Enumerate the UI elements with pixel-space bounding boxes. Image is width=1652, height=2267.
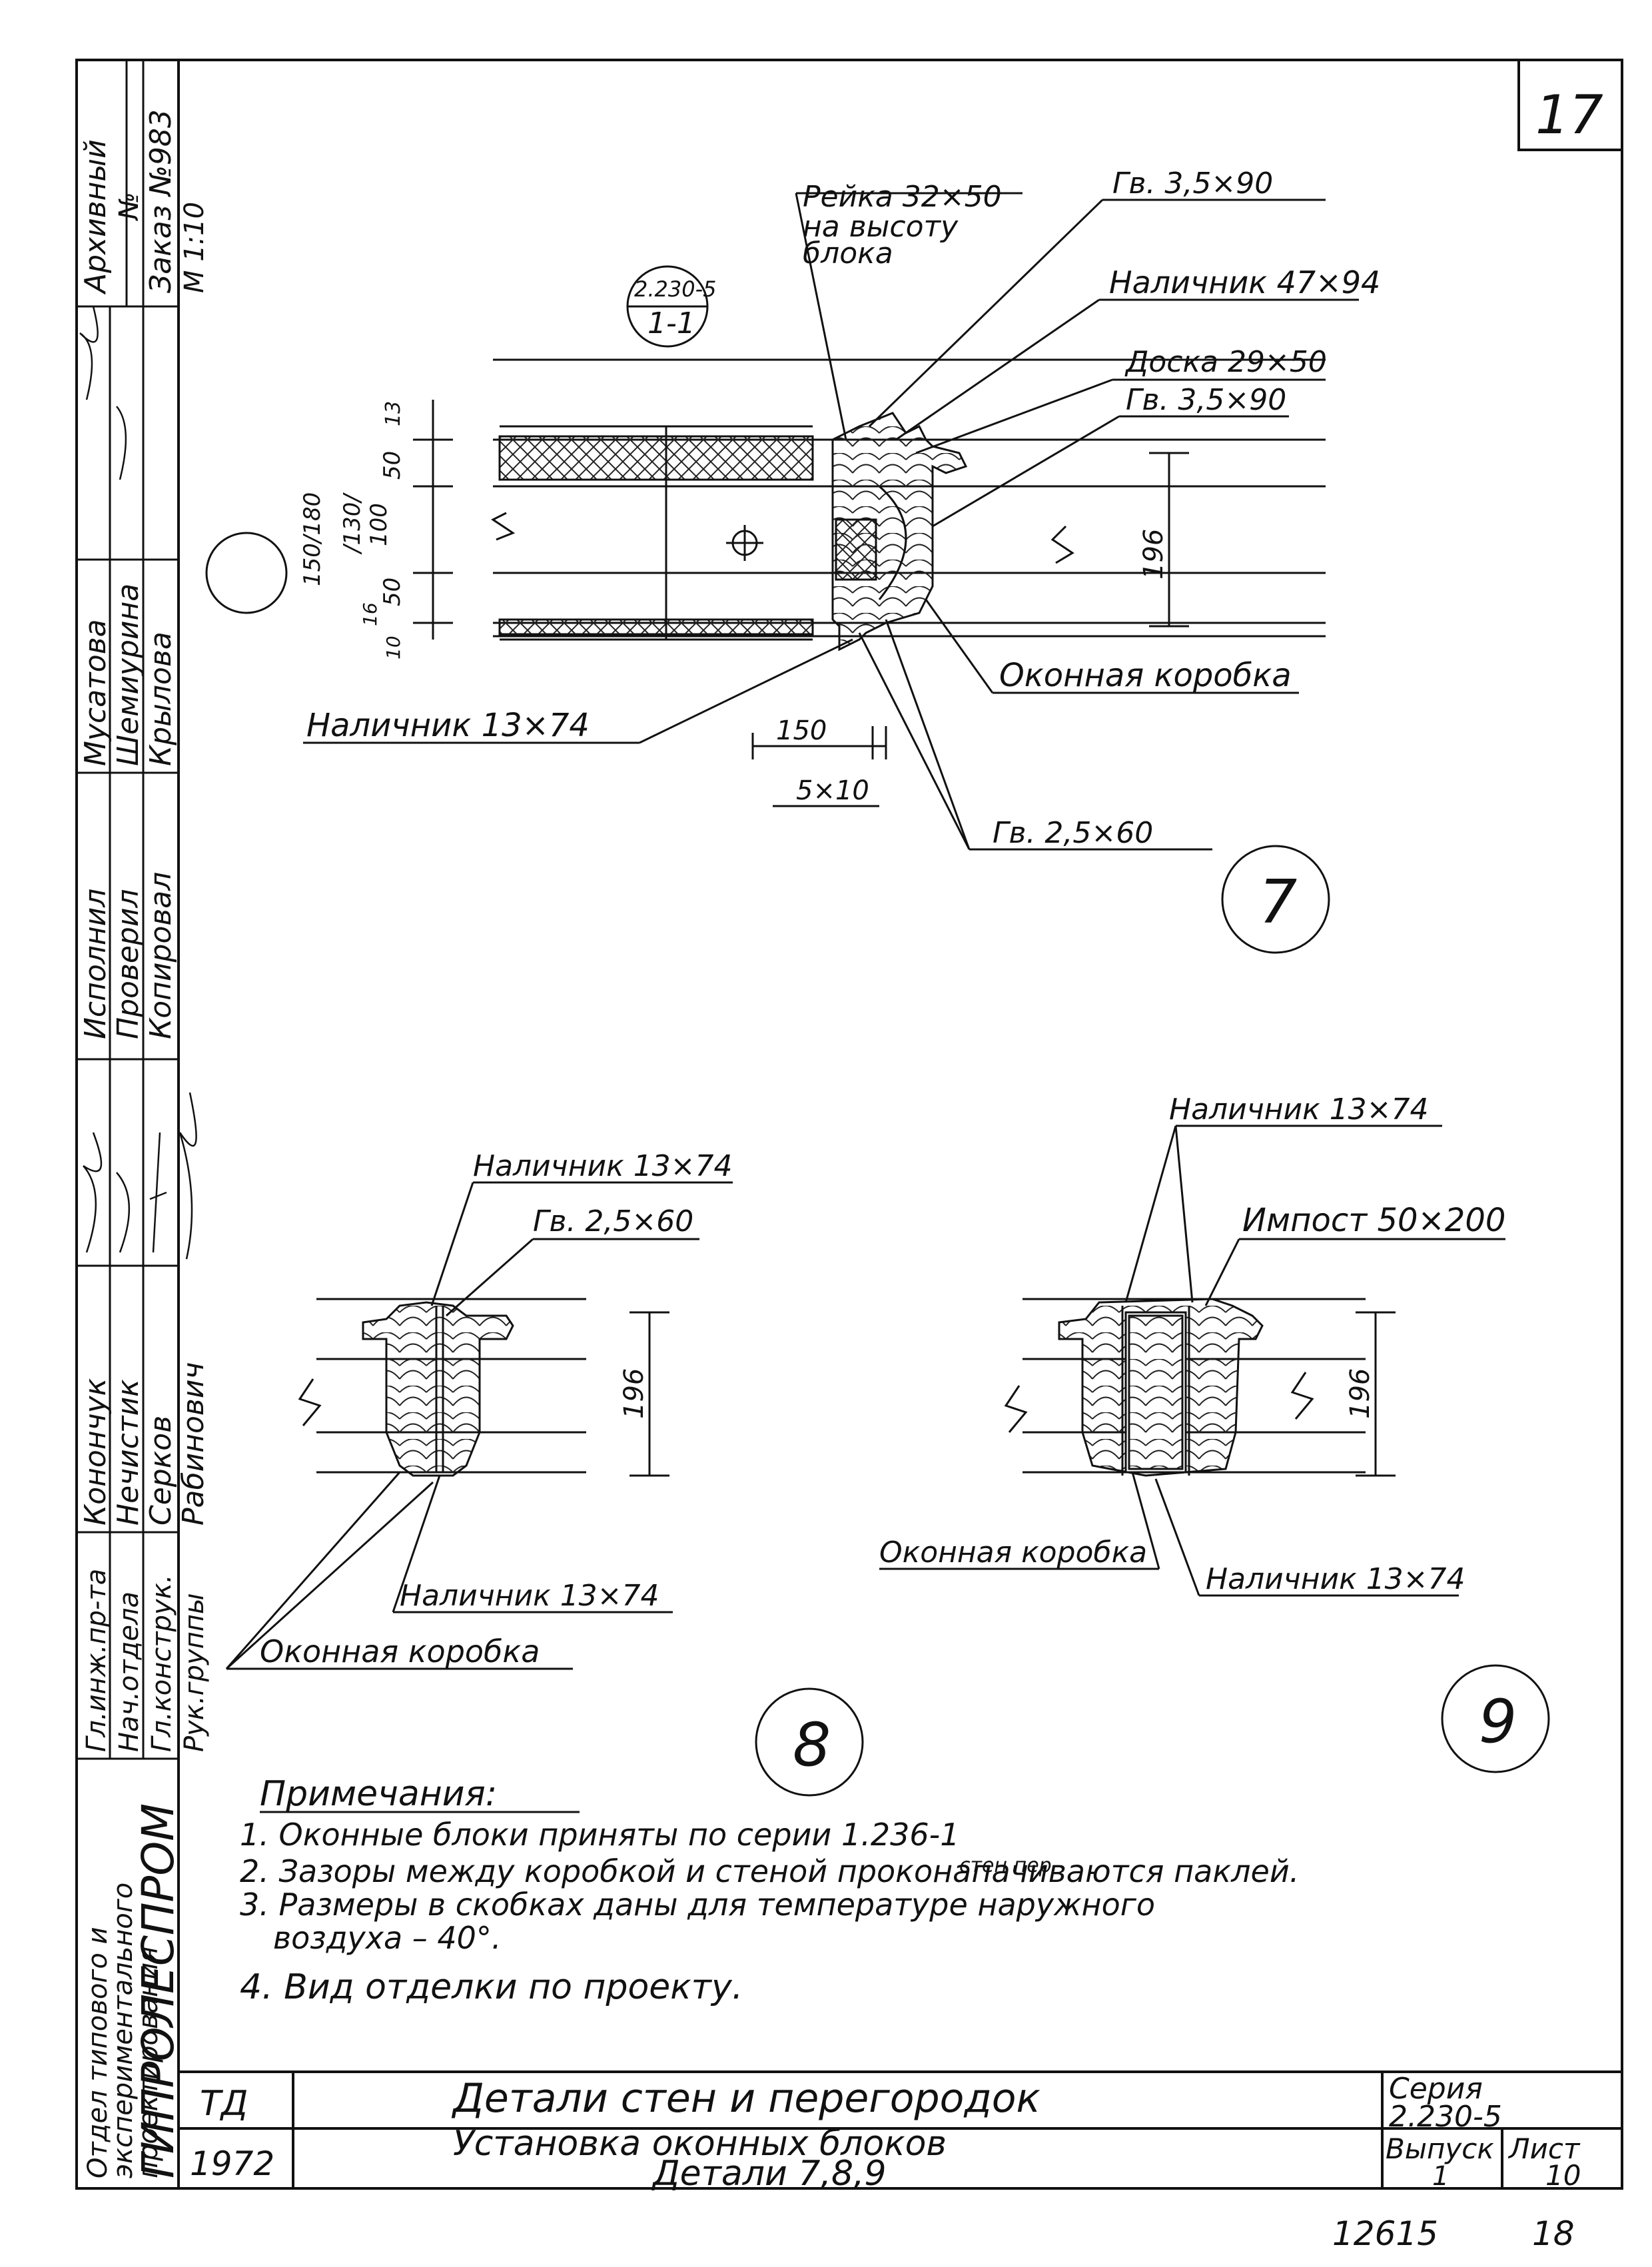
detail-9-drawing <box>879 1125 1550 1773</box>
detail-7-labels: 2.230-5 1-1 Рейка 32×50 на высоту блока … <box>299 167 1380 937</box>
role-2: Нач.отдела <box>114 1591 145 1752</box>
sheet-label: Лист <box>1507 2132 1581 2165</box>
page-number: 18 <box>1532 2214 1575 2253</box>
inner-layer-hatch <box>498 618 814 636</box>
label-nalichnik-13: Наличник 13×74 <box>306 707 590 744</box>
ref-bottom: 1-1 <box>647 306 695 340</box>
title-line-2: Установка оконных блоков <box>453 2124 947 2164</box>
stamp-rotated-text: ГИПРОЛЕСПРОМ Отдел типового и эксперимен… <box>79 109 210 2178</box>
note-2: 2. Зазоры между коробкой и стеной прокон… <box>240 1853 1299 1889</box>
scale: М 1:10 <box>179 202 210 293</box>
name2-1: Мусатова <box>79 619 113 766</box>
dim-left-50a: 50 <box>379 451 406 480</box>
label-reika: Рейка 32×50 <box>803 180 1002 214</box>
detail-7-drawing <box>205 192 1359 954</box>
label-okonnaya: Оконная коробка <box>999 657 1292 694</box>
sheet-value: 10 <box>1545 2159 1581 2192</box>
detail-9-labels: Наличник 13×74 Импост 50×200 Оконная кор… <box>879 1093 1517 1757</box>
signature-marks <box>79 306 197 1260</box>
title-line-3: Детали 7,8,9 <box>651 2154 887 2194</box>
archive-no: № <box>114 192 145 221</box>
archive-label: Архивный <box>79 139 113 295</box>
d9-okonnaya: Оконная коробка <box>879 1536 1147 1570</box>
dept-line-1: Отдел типового и <box>83 1927 113 2179</box>
series-label: Серия <box>1389 2072 1483 2106</box>
dim-left-13: 13 <box>382 401 405 426</box>
notes-title: Примечания: <box>260 1774 497 1814</box>
note-4: 4. Вид отделки по проекту. <box>240 1967 743 2007</box>
role-4: Рук.группы <box>179 1593 210 1752</box>
dept-line-3: проектирования <box>133 1947 164 2178</box>
label-reika-3: блока <box>803 236 893 270</box>
series-value: 2.230-5 <box>1389 2100 1502 2134</box>
detail-9-number: 9 <box>1479 1687 1517 1757</box>
role-1: Гл.инж.пр-та <box>81 1569 112 1752</box>
d8-gv: Гв. 2,5×60 <box>533 1204 693 1238</box>
dim-left-10: 10 <box>382 636 404 660</box>
issue-value: 1 <box>1432 2161 1449 2192</box>
sheet-frame <box>75 59 1623 2190</box>
dim-150: 150 <box>776 715 827 746</box>
d9-impost: Импост 50×200 <box>1242 1202 1505 1239</box>
dim-left-130: /130/ <box>339 492 366 555</box>
order-number: Заказ №983 <box>144 109 178 293</box>
name2-2: Шемиурина <box>111 584 145 766</box>
ref-top: 2.230-5 <box>634 276 717 302</box>
name-1: Конончук <box>79 1378 113 1526</box>
label-nalichnik-47: Наличник 47×94 <box>1109 264 1380 300</box>
d8-okonnaya: Оконная коробка <box>260 1633 540 1669</box>
detail-8-number: 8 <box>793 1710 831 1780</box>
name-3: Серков <box>144 1416 178 1526</box>
detail-8-drawing <box>225 1181 864 1797</box>
label-gv2: Гв. 3,5×90 <box>1126 383 1286 417</box>
role2-3: Копировал <box>144 872 178 1039</box>
role2-2: Проверил <box>111 889 145 1039</box>
detail-7-number: 7 <box>1259 867 1297 937</box>
label-doska: Доска 29×50 <box>1124 345 1327 379</box>
d9-dim-196: 196 <box>1345 1368 1376 1419</box>
dim-left-50b: 50 <box>379 578 406 606</box>
name-2: Нечистик <box>111 1379 145 1526</box>
title-block-grid <box>179 2070 1622 2188</box>
dim-196: 196 <box>1138 529 1169 580</box>
label-gv3: Гв. 2,5×60 <box>993 816 1153 850</box>
d8-dim-196: 196 <box>619 1368 649 1419</box>
dim-left-150-180: 150/180 <box>299 492 326 586</box>
note-1: 1. Оконные блоки приняты по серии 1.236-… <box>240 1817 960 1853</box>
left-stamp-grid <box>77 60 179 1760</box>
detail-8-labels: Наличник 13×74 Гв. 2,5×60 Наличник 13×74… <box>260 1149 831 1780</box>
label-reika-2: на высоту <box>803 210 959 244</box>
dim-left-100: 100 <box>366 503 392 546</box>
d9-nalichnik-top: Наличник 13×74 <box>1169 1093 1429 1127</box>
role2-1: Исполнил <box>79 889 113 1039</box>
issue-label: Выпуск <box>1386 2132 1494 2165</box>
d9-nalichnik-bottom: Наличник 13×74 <box>1206 1562 1465 1596</box>
title-block: ТД 1972 Детали стен и перегородок Устано… <box>190 2072 1581 2194</box>
sheet-number: 17 <box>1535 84 1603 146</box>
role-3: Гл.констрyк. <box>147 1574 177 1752</box>
sheet-number-box <box>1517 59 1623 151</box>
dept-line-2: экспериментального <box>108 1883 139 2178</box>
td-mark: ТД <box>200 2084 248 2124</box>
label-gv1: Гв. 3,5×90 <box>1112 167 1273 201</box>
notes-block: Примечания: 1. Оконные блоки приняты по … <box>240 1774 1299 2007</box>
name-4: Рабинович <box>177 1362 210 1526</box>
note-3b: воздуха – 40°. <box>273 1920 502 1956</box>
note-3: 3. Размеры в скобках даны для температур… <box>240 1887 1155 1923</box>
year: 1972 <box>190 2144 274 2183</box>
notes-overlay: стен пер <box>959 1854 1052 1877</box>
d8-nalichnik-top: Наличник 13×74 <box>473 1149 733 1183</box>
dim-5x10: 5×10 <box>796 775 869 806</box>
dim-left-16: 16 <box>359 602 381 626</box>
org-name: ГИПРОЛЕСПРОМ <box>133 1803 184 2178</box>
inventory-number: 12615 <box>1332 2214 1438 2253</box>
d8-nalichnik-bottom: Наличник 13×74 <box>400 1579 659 1613</box>
name2-3: Крылова <box>144 632 178 766</box>
insulation-hatch <box>498 435 814 481</box>
title-line-1: Детали стен и перегородок <box>451 2075 1040 2122</box>
